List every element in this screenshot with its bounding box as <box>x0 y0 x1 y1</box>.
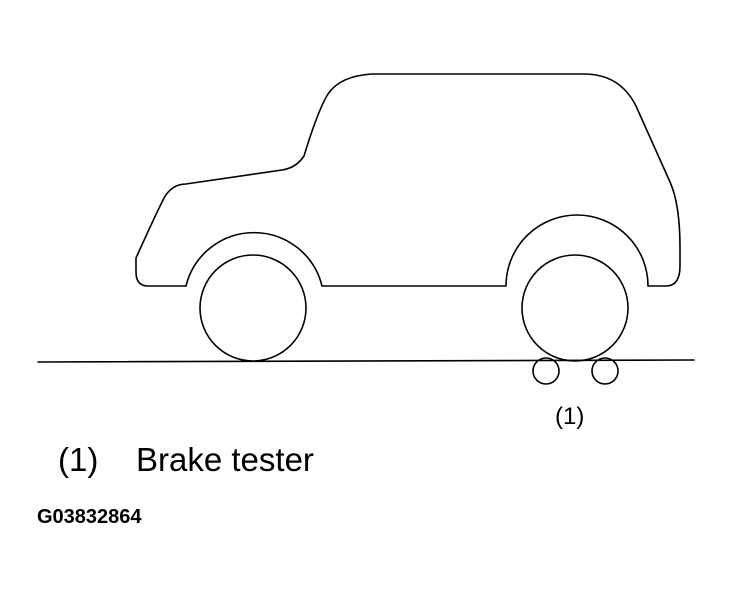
vehicle-body-outline <box>135 73 681 287</box>
legend-entry: (1) Brake tester <box>58 440 314 480</box>
front-wheel <box>199 254 307 362</box>
figure-code: G03832864 <box>37 506 142 528</box>
rear-wheel <box>521 254 629 362</box>
legend-text: Brake tester <box>136 441 314 478</box>
brake-tester-roller-left <box>532 357 560 385</box>
legend-number: (1) <box>58 441 99 478</box>
ground-line <box>37 359 695 363</box>
callout-label: (1) <box>555 403 585 430</box>
brake-tester-roller-right <box>591 357 619 385</box>
